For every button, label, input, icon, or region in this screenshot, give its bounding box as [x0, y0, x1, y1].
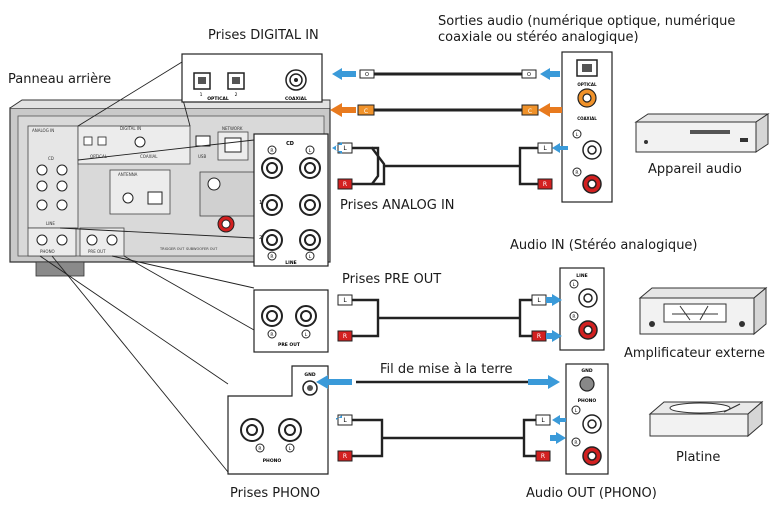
svg-text:L: L	[543, 145, 547, 152]
svg-text:LINE: LINE	[576, 273, 587, 279]
svg-text:R: R	[258, 446, 261, 452]
svg-text:PRE OUT: PRE OUT	[278, 342, 301, 348]
svg-text:L: L	[541, 417, 545, 424]
arrow-coax-in	[330, 103, 356, 117]
svg-text:L: L	[343, 145, 347, 152]
svg-text:OPTICAL: OPTICAL	[207, 96, 229, 102]
svg-text:L: L	[289, 446, 292, 452]
svg-text:GND: GND	[581, 368, 592, 374]
amplifier-label: Amplificateur externe	[624, 346, 766, 361]
svg-text:1: 1	[200, 92, 203, 98]
svg-text:L: L	[305, 332, 308, 338]
audio-outputs-label: Sorties audio (numérique optique, numéri…	[438, 14, 736, 45]
turntable-label: Platine	[676, 450, 721, 465]
svg-text:R: R	[575, 170, 578, 176]
svg-text:R: R	[572, 314, 575, 320]
arrow-optical-in	[332, 68, 356, 80]
rear-panel: ANALOG IN CD LINE DIGITAL IN OPTICAL COA…	[9, 99, 331, 277]
analog-in-box: CD R L 1 2 R L LINE	[253, 133, 329, 267]
svg-text:COAXIAL: COAXIAL	[577, 116, 597, 121]
svg-text:SUBWOOFER OUT: SUBWOOFER OUT	[186, 247, 218, 251]
svg-text:R: R	[541, 453, 545, 460]
source-output-box: OPTICAL COAXIAL L R	[561, 51, 613, 203]
svg-text:NETWORK: NETWORK	[222, 126, 243, 131]
panel-analog-in-text: ANALOG IN	[32, 128, 54, 133]
svg-text:R: R	[343, 181, 347, 188]
audio-in-label: Audio IN (Stéréo analogique)	[510, 238, 698, 253]
turntable-phono-box: GND PHONO L R	[565, 363, 609, 475]
svg-text:L: L	[537, 297, 541, 304]
rear-panel-label: Panneau arrière	[8, 72, 112, 87]
svg-text:L: L	[309, 254, 312, 260]
turntable-icon	[648, 400, 764, 438]
svg-text:TRIGGER OUT: TRIGGER OUT	[159, 247, 185, 251]
svg-text:O: O	[527, 72, 531, 78]
audio-device-icon	[634, 113, 770, 153]
pre-out-label: Prises PRE OUT	[342, 272, 442, 287]
ground-wire-label: Fil de mise à la terre	[380, 362, 513, 377]
svg-text:OPTICAL: OPTICAL	[90, 154, 108, 159]
cables: O O C C L R L R L R L R L R L R	[337, 69, 553, 462]
svg-text:COAXIAL: COAXIAL	[285, 96, 307, 102]
svg-text:PHONO: PHONO	[578, 398, 597, 404]
svg-text:C: C	[528, 108, 532, 115]
amplifier-device-icon	[638, 286, 768, 336]
svg-text:2: 2	[259, 235, 262, 241]
digital-in-box: 1 2 OPTICAL COAXIAL	[181, 53, 323, 103]
svg-text:R: R	[543, 181, 547, 188]
svg-text:CD: CD	[286, 141, 294, 147]
audio-out-label: Audio OUT (PHONO)	[526, 486, 657, 501]
svg-text:GND: GND	[304, 372, 315, 378]
svg-text:2: 2	[235, 92, 238, 98]
svg-text:O: O	[365, 72, 369, 78]
amplifier-line-box: LINE L R	[559, 267, 605, 351]
svg-text:PRE OUT: PRE OUT	[88, 249, 106, 254]
svg-text:L: L	[575, 408, 578, 414]
svg-text:L: L	[309, 148, 312, 154]
phono-box: GND R L PHONO	[227, 365, 329, 475]
svg-text:R: R	[270, 254, 273, 260]
svg-text:OPTICAL: OPTICAL	[577, 82, 597, 87]
svg-text:R: R	[574, 440, 577, 446]
arrow-gnd-right	[528, 375, 560, 389]
arrow-gnd-left	[316, 375, 352, 389]
signal-arrows	[316, 68, 568, 444]
leader-lines	[39, 61, 255, 473]
audio-device-label: Appareil audio	[648, 162, 742, 177]
svg-text:PHONO: PHONO	[40, 249, 55, 254]
svg-text:USB: USB	[198, 154, 206, 159]
svg-text:L: L	[343, 297, 347, 304]
svg-text:CD: CD	[48, 156, 54, 161]
digital-in-label: Prises DIGITAL IN	[208, 28, 319, 43]
svg-text:L: L	[576, 132, 579, 138]
svg-text:PHONO: PHONO	[263, 458, 282, 464]
pre-out-box: R L PRE OUT	[253, 289, 329, 353]
svg-text:LINE: LINE	[285, 260, 296, 266]
svg-text:COAXIAL: COAXIAL	[140, 154, 158, 159]
svg-text:L: L	[573, 282, 576, 288]
phono-jacks-label: Prises PHONO	[230, 486, 321, 501]
svg-text:DIGITAL IN: DIGITAL IN	[120, 126, 141, 131]
svg-text:LINE: LINE	[46, 221, 55, 226]
svg-text:C: C	[364, 108, 368, 115]
svg-text:R: R	[343, 333, 347, 340]
analog-in-label: Prises ANALOG IN	[340, 198, 455, 213]
svg-text:L: L	[343, 417, 347, 424]
svg-text:R: R	[270, 148, 273, 154]
svg-text:R: R	[270, 332, 273, 338]
svg-text:1: 1	[259, 200, 262, 206]
svg-text:ANTENNA: ANTENNA	[118, 172, 138, 177]
svg-text:R: R	[343, 453, 347, 460]
svg-text:R: R	[537, 333, 541, 340]
